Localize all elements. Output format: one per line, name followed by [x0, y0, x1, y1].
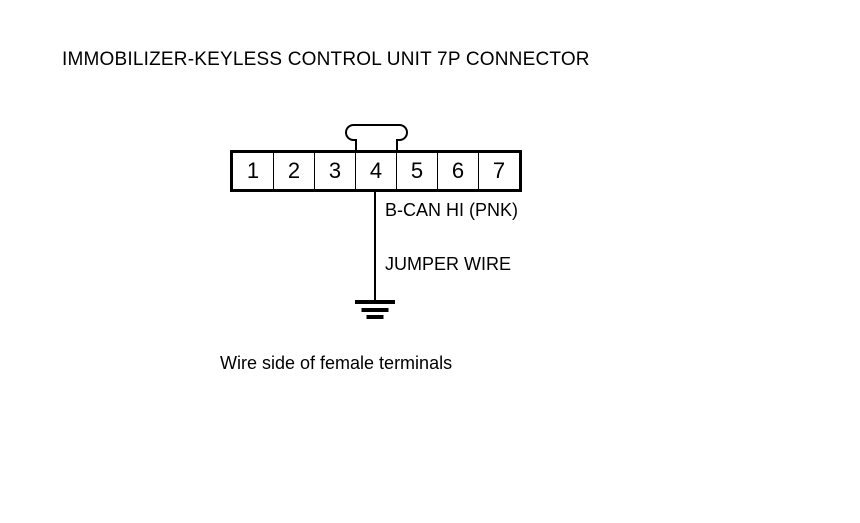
- connector-pin-3: 3: [315, 153, 356, 189]
- connector-7p: 1 2 3 4 5 6 7: [230, 124, 522, 192]
- pin-number-label: 2: [287, 158, 301, 183]
- connector-pin-6: 6: [438, 153, 479, 189]
- pin-number-label: 5: [410, 158, 424, 183]
- pin-number-label: 6: [451, 158, 465, 183]
- ground-symbol-icon: [355, 300, 395, 322]
- signal-label: B-CAN HI (PNK): [385, 200, 519, 220]
- ground-bar-bottom: [366, 315, 384, 319]
- connector-pin-1: 1: [233, 153, 274, 189]
- connector-pin-row: 1 2 3 4 5 6 7: [230, 150, 522, 192]
- jumper-wire-line: [374, 190, 376, 303]
- pin-number-label: 3: [328, 158, 342, 183]
- jumper-wire-label: JUMPER WIRE: [385, 254, 511, 274]
- ground-bar-top: [355, 300, 395, 304]
- pin-number-label: 4: [369, 158, 383, 183]
- pin-number-label: 1: [246, 158, 260, 183]
- connector-pin-4: 4: [356, 153, 397, 189]
- connector-latch-joint: [357, 137, 396, 142]
- connector-pin-5: 5: [397, 153, 438, 189]
- diagram-title: IMMOBILIZER-KEYLESS CONTROL UNIT 7P CONN…: [62, 49, 590, 70]
- diagram-caption: Wire side of female terminals: [220, 353, 453, 373]
- connector-pin-2: 2: [274, 153, 315, 189]
- pin-number-label: 7: [492, 158, 506, 183]
- connector-pin-7: 7: [479, 153, 519, 189]
- ground-bar-middle: [361, 308, 389, 312]
